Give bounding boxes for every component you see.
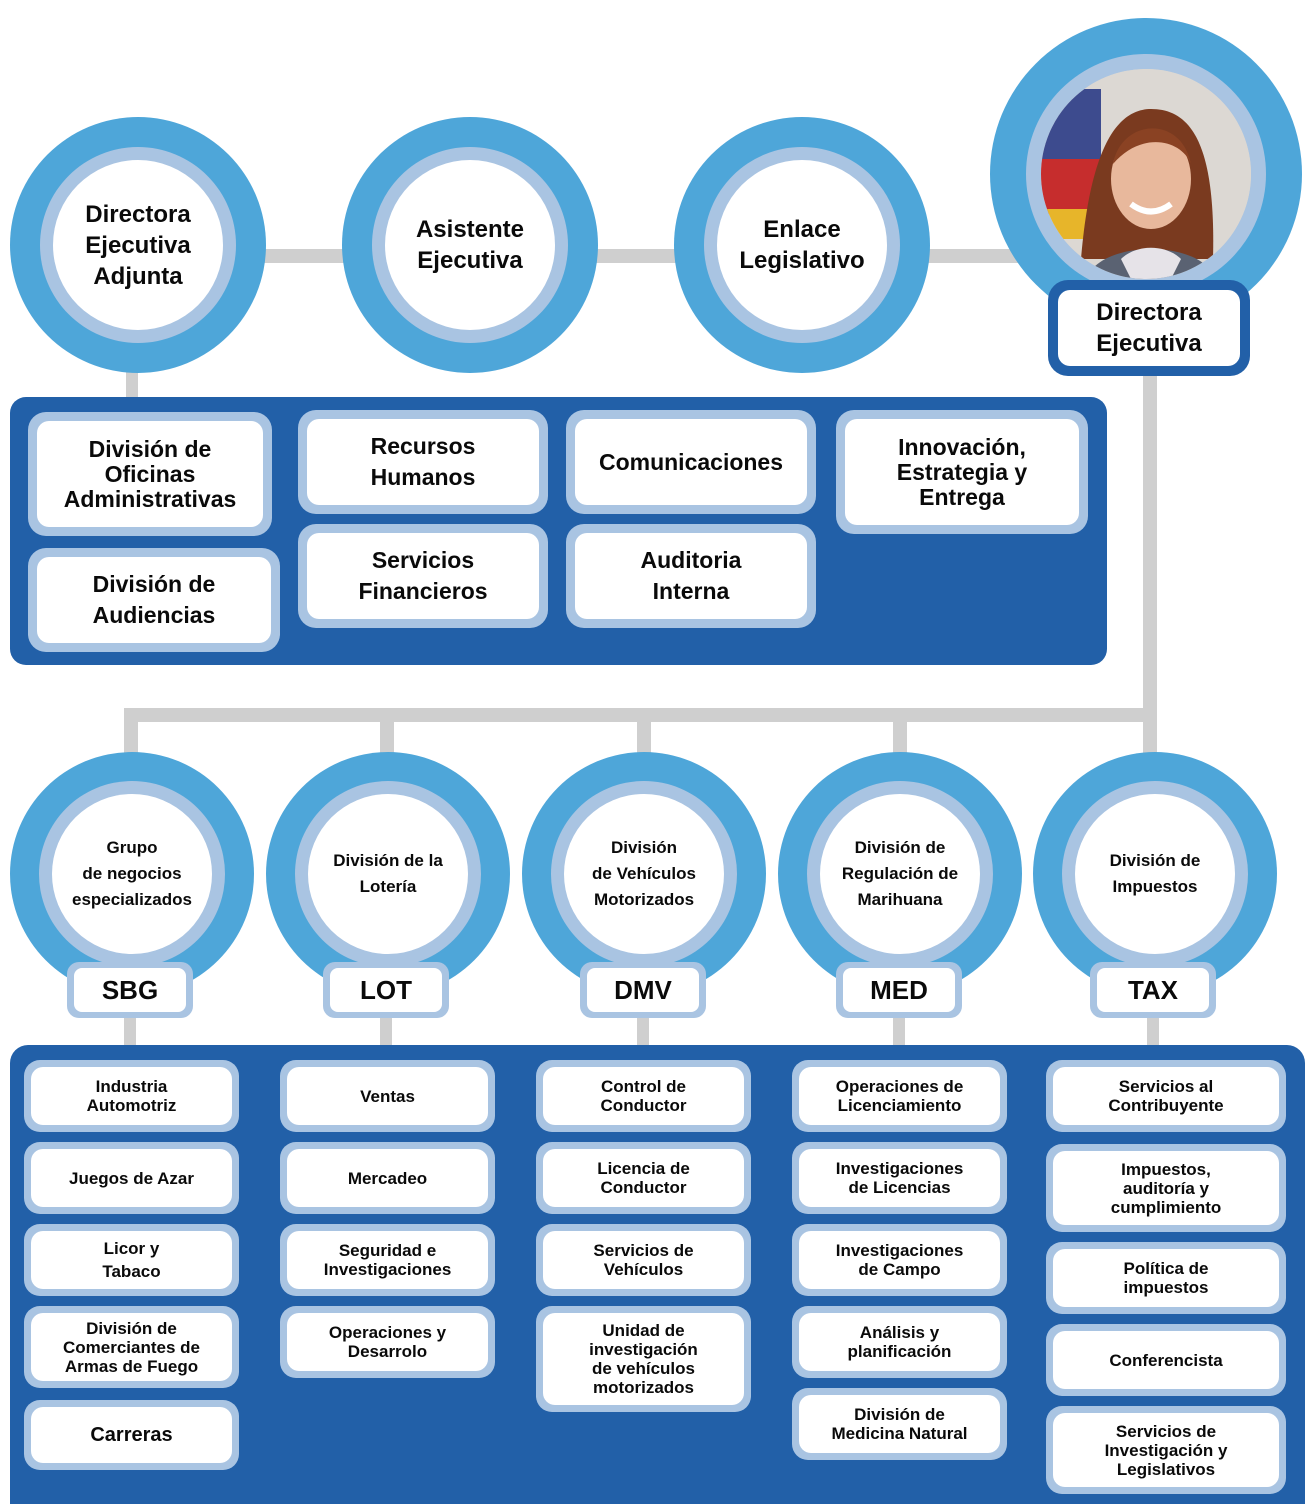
- unit-servicios-financieros: Servicios Financieros: [298, 524, 548, 628]
- division-label: División de la Lotería: [308, 794, 468, 954]
- circle-division-sbg: Grupo de negocios especializados: [10, 752, 254, 996]
- circle-label: Enlace Legislativo: [717, 160, 887, 330]
- unit-label: Control de Conductor: [543, 1067, 744, 1125]
- unit-label: Juegos de Azar: [31, 1149, 232, 1207]
- tax-unit-conferencista: Conferencista: [1046, 1324, 1286, 1396]
- code-label: SBG: [74, 968, 186, 1012]
- connector-code-med: [893, 1010, 905, 1050]
- unit-label: Mercadeo: [287, 1149, 488, 1207]
- unit-label: Conferencista: [1053, 1331, 1279, 1389]
- connector-code-tax: [1147, 1010, 1159, 1050]
- circle-division-dmv: División de Vehículos Motorizados: [522, 752, 766, 996]
- unit-label: Operaciones de Licenciamiento: [799, 1067, 1000, 1125]
- unit-label: Seguridad e Investigaciones: [287, 1231, 488, 1289]
- unit-oficinas-administrativas: División de Oficinas Administrativas: [28, 412, 272, 536]
- unit-label: Operaciones y Desarrolo: [287, 1313, 488, 1371]
- unit-innovacion-estrategia-entrega: Innovación, Estrategia y Entrega: [836, 410, 1088, 534]
- sbg-unit-carreras: Carreras: [24, 1400, 239, 1470]
- connector-code-dmv: [637, 1010, 649, 1050]
- lot-unit-operaciones-desarrolo: Operaciones y Desarrolo: [280, 1306, 495, 1378]
- code-badge-lot: LOT: [323, 962, 449, 1018]
- division-label: Grupo de negocios especializados: [52, 794, 212, 954]
- unit-label: Servicios de Vehículos: [543, 1231, 744, 1289]
- unit-label: Licencia de Conductor: [543, 1149, 744, 1207]
- dmv-unit-control-de-conductor: Control de Conductor: [536, 1060, 751, 1132]
- unit-label: Ventas: [287, 1067, 488, 1125]
- tax-unit-impuestos-auditoria: Impuestos, auditoría y cumplimiento: [1046, 1144, 1286, 1232]
- unit-label: Impuestos, auditoría y cumplimiento: [1053, 1151, 1279, 1225]
- circle-division-lot: División de la Lotería: [266, 752, 510, 996]
- tax-unit-servicios-contribuyente: Servicios al Contribuyente: [1046, 1060, 1286, 1132]
- unit-label: Unidad de investigación de vehículos mot…: [543, 1313, 744, 1405]
- dmv-unit-servicios-de-vehiculos: Servicios de Vehículos: [536, 1224, 751, 1296]
- med-unit-analisis-planificacion: Análisis y planificación: [792, 1306, 1007, 1378]
- unit-auditoria-interna: Auditoria Interna: [566, 524, 816, 628]
- circle-label: Asistente Ejecutiva: [385, 160, 555, 330]
- tax-unit-investigacion-legislativos: Servicios de Investigación y Legislativo…: [1046, 1406, 1286, 1494]
- med-unit-investigaciones-campo: Investigaciones de Campo: [792, 1224, 1007, 1296]
- unit-label: Investigaciones de Campo: [799, 1231, 1000, 1289]
- connector-director-down: [1143, 370, 1157, 770]
- sbg-unit-juegos-de-azar: Juegos de Azar: [24, 1142, 239, 1214]
- med-unit-investigaciones-licencias: Investigaciones de Licencias: [792, 1142, 1007, 1214]
- unit-label: Innovación, Estrategia y Entrega: [845, 419, 1079, 525]
- unit-label: División de Oficinas Administrativas: [37, 421, 263, 527]
- tax-unit-politica-impuestos: Política de impuestos: [1046, 1242, 1286, 1314]
- unit-label: Investigaciones de Licencias: [799, 1149, 1000, 1207]
- unit-label: División de Comerciantes de Armas de Fue…: [31, 1313, 232, 1381]
- circle-asistente-ejecutiva: Asistente Ejecutiva: [342, 117, 598, 373]
- med-unit-operaciones-licenciamiento: Operaciones de Licenciamiento: [792, 1060, 1007, 1132]
- circle-division-med: División de Regulación de Marihuana: [778, 752, 1022, 996]
- circle-enlace-legislativo: Enlace Legislativo: [674, 117, 930, 373]
- code-label: LOT: [330, 968, 442, 1012]
- circle-directora-ejecutiva: [990, 18, 1302, 330]
- unit-label: Servicios al Contribuyente: [1053, 1067, 1279, 1125]
- division-label: División de Regulación de Marihuana: [820, 794, 980, 954]
- director-portrait: [1041, 69, 1251, 279]
- unit-label: Comunicaciones: [575, 419, 807, 505]
- sbg-unit-armas-de-fuego: División de Comerciantes de Armas de Fue…: [24, 1306, 239, 1388]
- unit-label: Auditoria Interna: [575, 533, 807, 619]
- unit-label: División de Audiencias: [37, 557, 271, 643]
- unit-label: Servicios de Investigación y Legislativo…: [1053, 1413, 1279, 1487]
- division-label: División de Impuestos: [1075, 794, 1235, 954]
- dmv-unit-licencia-de-conductor: Licencia de Conductor: [536, 1142, 751, 1214]
- code-label: DMV: [587, 968, 699, 1012]
- connector-code-sbg: [124, 1010, 136, 1050]
- code-label: TAX: [1097, 968, 1209, 1012]
- code-badge-tax: TAX: [1090, 962, 1216, 1018]
- med-unit-medicina-natural: División de Medicina Natural: [792, 1388, 1007, 1460]
- unit-label: Política de impuestos: [1053, 1249, 1279, 1307]
- unit-label: Licor y Tabaco: [31, 1231, 232, 1289]
- dmv-unit-investigacion-vehiculos: Unidad de investigación de vehículos mot…: [536, 1306, 751, 1412]
- directora-ejecutiva-label: Directora Ejecutiva: [1058, 290, 1240, 366]
- code-badge-dmv: DMV: [580, 962, 706, 1018]
- sbg-unit-licor-tabaco: Licor y Tabaco: [24, 1224, 239, 1296]
- unit-audiencias: División de Audiencias: [28, 548, 280, 652]
- unit-label: Industria Automotriz: [31, 1067, 232, 1125]
- circle-label: Directora Ejecutiva Adjunta: [53, 160, 223, 330]
- division-label: División de Vehículos Motorizados: [564, 794, 724, 954]
- unit-label: Análisis y planificación: [799, 1313, 1000, 1371]
- code-label: MED: [843, 968, 955, 1012]
- sbg-unit-industria-automotriz: Industria Automotriz: [24, 1060, 239, 1132]
- lot-unit-ventas: Ventas: [280, 1060, 495, 1132]
- code-badge-sbg: SBG: [67, 962, 193, 1018]
- lot-unit-mercadeo: Mercadeo: [280, 1142, 495, 1214]
- unit-label: Recursos Humanos: [307, 419, 539, 505]
- connector-code-lot: [380, 1010, 392, 1050]
- circle-division-tax: División de Impuestos: [1033, 752, 1277, 996]
- lot-unit-seguridad-investigaciones: Seguridad e Investigaciones: [280, 1224, 495, 1296]
- unit-recursos-humanos: Recursos Humanos: [298, 410, 548, 514]
- unit-label: Servicios Financieros: [307, 533, 539, 619]
- unit-label: Carreras: [31, 1407, 232, 1463]
- unit-comunicaciones: Comunicaciones: [566, 410, 816, 514]
- circle-directora-ejecutiva-adjunta: Directora Ejecutiva Adjunta: [10, 117, 266, 373]
- directora-ejecutiva-label-box: Directora Ejecutiva: [1048, 280, 1250, 376]
- code-badge-med: MED: [836, 962, 962, 1018]
- unit-label: División de Medicina Natural: [799, 1395, 1000, 1453]
